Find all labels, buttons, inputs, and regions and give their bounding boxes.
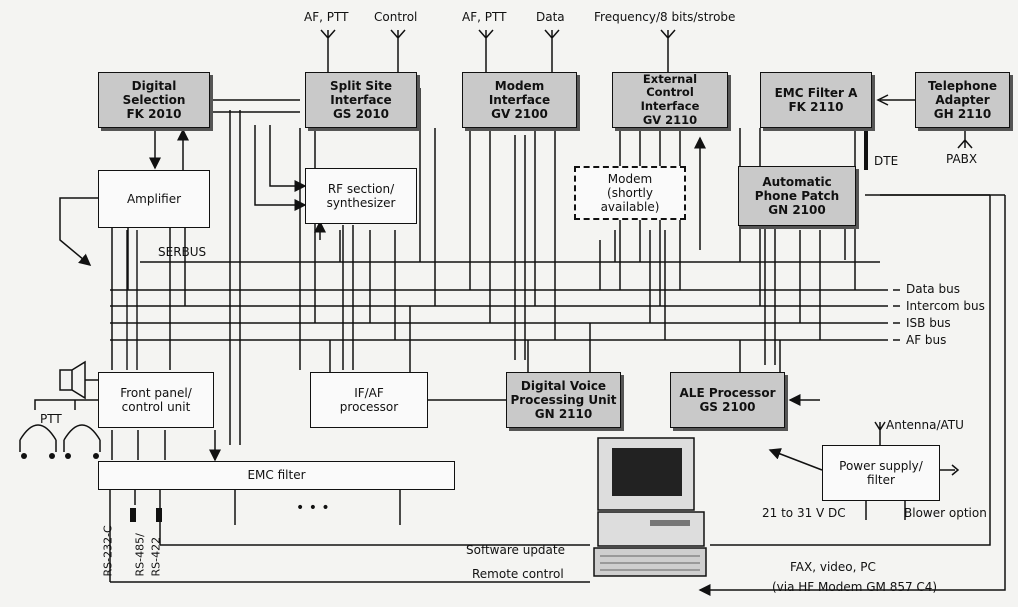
ale-processor-block: ALE Processor GS 2100: [670, 372, 785, 428]
if-af-processor-block: IF/AF processor: [310, 372, 428, 428]
emc-filter-block: EMC filter: [98, 461, 455, 490]
remote-control-label: Remote control: [472, 567, 564, 581]
rs485-label: RS-485/: [133, 533, 147, 577]
serbus-label: SERBUS: [158, 245, 207, 259]
front-panel-block: Front panel/ control unit: [98, 372, 214, 428]
data-bus-label: Data bus: [906, 282, 960, 296]
emc-filter-a-block: EMC Filter A FK 2110: [760, 72, 872, 128]
frequency-label: Frequency/8 bits/strobe: [594, 10, 736, 24]
data-label: Data: [536, 10, 565, 24]
intercom-bus-label: Intercom bus: [906, 299, 985, 313]
antenna-label: Antenna/ATU: [886, 418, 964, 432]
rs422-label: RS-422: [149, 536, 163, 577]
via-hf-modem-label: (via HF Modem GM 857 C4): [772, 580, 938, 594]
amplifier-block: Amplifier: [98, 170, 210, 228]
blower-option-label: Blower option: [904, 506, 987, 520]
digital-voice-processing-unit-block: Digital Voice Processing Unit GN 2110: [506, 372, 621, 428]
telephone-adapter-block: Telephone Adapter GH 2110: [915, 72, 1010, 128]
dte-label: DTE: [874, 154, 899, 168]
af-ptt-label-1: AF, PTT: [304, 10, 349, 24]
ptt-label: PTT: [40, 412, 62, 426]
modem-block: Modem (shortly available): [574, 166, 686, 220]
isb-bus-label: ISB bus: [906, 316, 951, 330]
computer-icon: [593, 437, 707, 577]
af-ptt-label-2: AF, PTT: [462, 10, 507, 24]
automatic-phone-patch-block: Automatic Phone Patch GN 2100: [738, 166, 856, 226]
rf-section-block: RF section/ synthesizer: [305, 168, 417, 224]
fax-video-pc-label: FAX, video, PC: [790, 560, 876, 574]
software-update-label: Software update: [466, 543, 565, 557]
ellipsis: • • •: [296, 500, 330, 516]
external-control-interface-block: External Control Interface GV 2110: [612, 72, 728, 128]
rs232-label: RS-232-C: [101, 525, 115, 577]
af-bus-label: AF bus: [906, 333, 947, 347]
dc-input-label: 21 to 31 V DC: [762, 506, 846, 520]
modem-interface-block: Modem Interface GV 2100: [462, 72, 577, 128]
split-site-interface-block: Split Site Interface GS 2010: [305, 72, 417, 128]
control-label: Control: [374, 10, 418, 24]
pabx-label: PABX: [946, 152, 978, 166]
digital-selection-block: Digital Selection FK 2010: [98, 72, 210, 128]
power-supply-block: Power supply/ filter: [822, 445, 940, 501]
